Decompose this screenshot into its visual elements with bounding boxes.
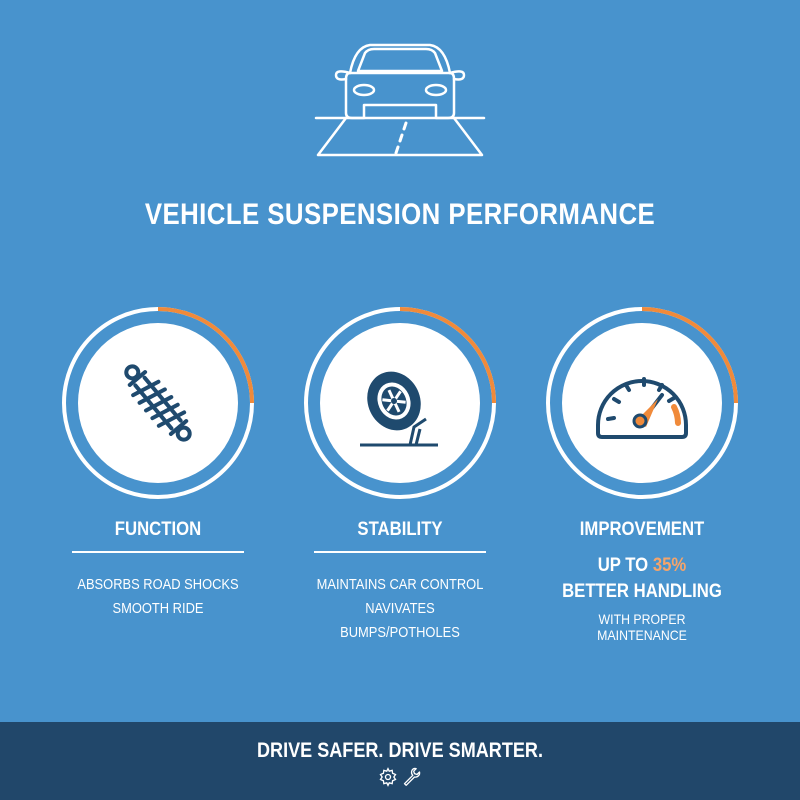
tire-icon [360, 371, 438, 447]
divider [314, 551, 486, 553]
progress-ring [302, 305, 498, 501]
stat-prefix: UP TO [597, 555, 653, 576]
card-label: FUNCTION [114, 519, 202, 540]
footer: DRIVE SAFER. DRIVE SMARTER. [0, 722, 800, 800]
card-label: IMPROVEMENT [579, 519, 705, 540]
improvement-stat: UP TO 35% BETTER HANDLING WITH PROPER MA… [542, 553, 742, 643]
card-stability: STABILITY MAINTAINS CAR CONTROL NAVIVATE… [300, 305, 500, 645]
desc-line: NAVIVATES BUMPS/POTHOLES [340, 600, 460, 641]
card-function: FUNCTION ABSORBS ROAD SHOCKS SMOOTH RIDE [58, 305, 258, 621]
desc-line: MAINTAINS CAR CONTROL [316, 576, 484, 593]
wrench-icon [404, 767, 421, 786]
stat-line: UP TO 35% [554, 553, 730, 579]
card-description: MAINTAINS CAR CONTROL NAVIVATES BUMPS/PO… [314, 573, 486, 645]
stat-value: 35% [652, 555, 687, 576]
gear-icon [379, 767, 397, 787]
speedometer-icon [596, 377, 688, 439]
stat-note: WITH PROPER MAINTENANCE [597, 611, 687, 643]
card-description: ABSORBS ROAD SHOCKS SMOOTH RIDE [72, 573, 244, 621]
stat-line-2: BETTER HANDLING [562, 581, 722, 602]
card-label: STABILITY [357, 519, 443, 540]
progress-ring [544, 305, 740, 501]
divider [72, 551, 244, 553]
desc-line: ABSORBS ROAD SHOCKS [77, 576, 239, 593]
car-on-road-icon [314, 43, 486, 157]
tagline: DRIVE SAFER. DRIVE SMARTER. [256, 739, 543, 762]
shock-absorber-icon [124, 364, 192, 442]
progress-ring [60, 305, 256, 501]
page-title: VEHICLE SUSPENSION PERFORMANCE [144, 198, 656, 231]
desc-line: SMOOTH RIDE [112, 600, 204, 617]
card-improvement: IMPROVEMENT UP TO 35% BETTER HANDLING WI… [542, 305, 742, 643]
